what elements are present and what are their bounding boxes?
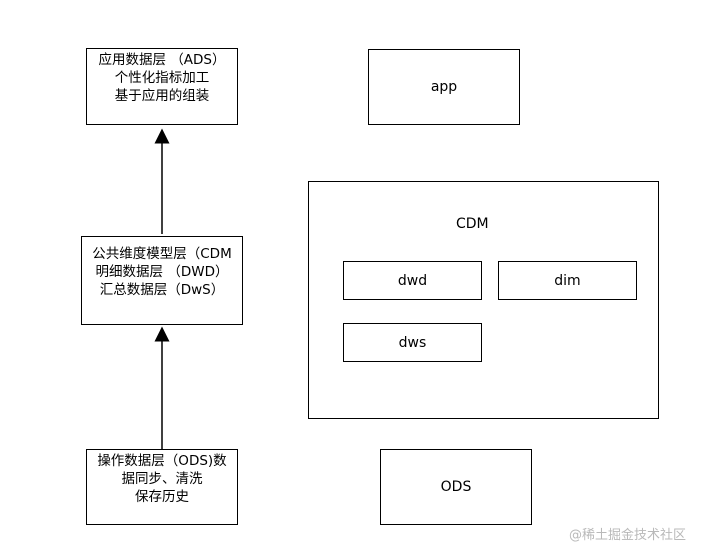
dws-box: dws — [343, 323, 482, 362]
cdm-layer-box: 公共维度模型层（CDM 明细数据层 （DWD） 汇总数据层（DwS） — [81, 236, 243, 325]
cdm-line-3: 汇总数据层（DwS） — [99, 282, 225, 298]
dws-label: dws — [398, 334, 427, 351]
ods-line-2: 据同步、清洗 — [121, 471, 203, 487]
cdm-group-title: CDM — [456, 216, 489, 232]
ods-box: ODS — [380, 449, 532, 525]
ods-label: ODS — [440, 479, 472, 495]
ods-line-1: 操作数据层（ODS)数 — [97, 453, 227, 469]
dim-box: dim — [498, 261, 637, 300]
dim-label: dim — [554, 272, 581, 289]
dwd-box: dwd — [343, 261, 482, 300]
ads-line-3: 基于应用的组装 — [114, 88, 210, 104]
app-box: app — [368, 49, 520, 125]
cdm-line-1: 公共维度模型层（CDM — [92, 246, 232, 262]
ads-layer-box: 应用数据层 （ADS） 个性化指标加工 基于应用的组装 — [86, 48, 238, 125]
cdm-line-2: 明细数据层 （DWD） — [95, 264, 229, 280]
app-label: app — [430, 79, 458, 95]
dwd-label: dwd — [397, 272, 428, 289]
ads-line-2: 个性化指标加工 — [114, 70, 210, 86]
ads-line-1: 应用数据层 （ADS） — [98, 52, 226, 68]
cdm-group-box — [308, 181, 659, 419]
watermark: @稀土掘金技术社区 — [569, 528, 687, 543]
ods-line-3: 保存历史 — [135, 489, 189, 505]
ods-layer-box: 操作数据层（ODS)数 据同步、清洗 保存历史 — [86, 449, 238, 525]
